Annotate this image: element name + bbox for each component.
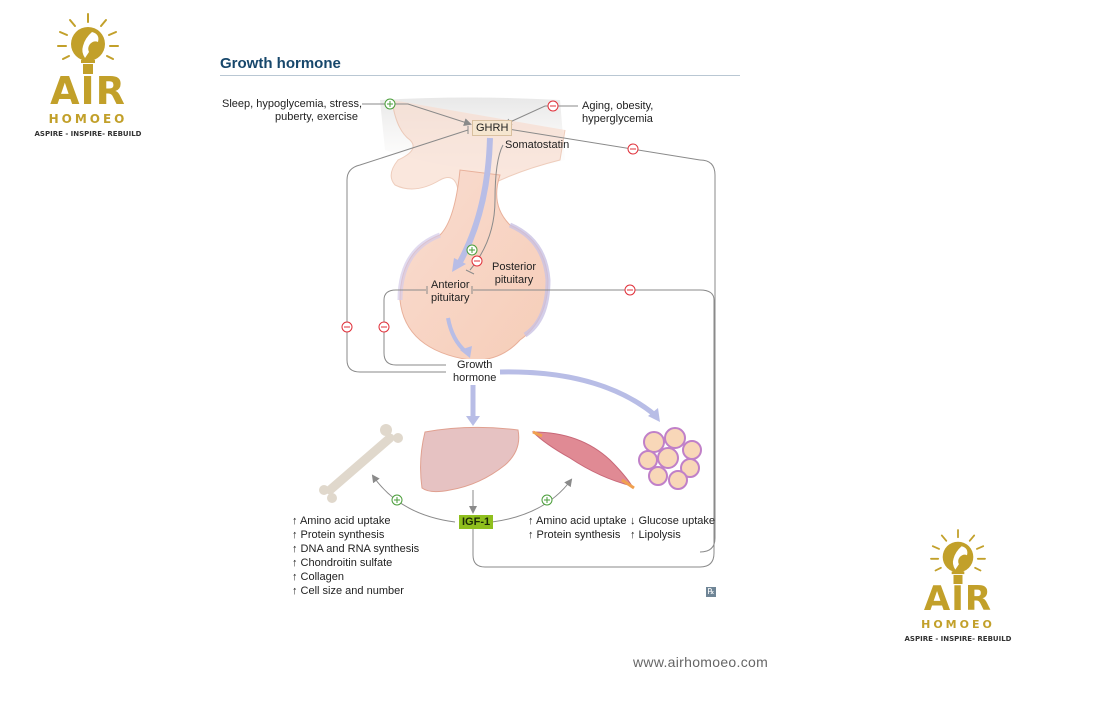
igf-feedback-line-ghrh	[699, 159, 716, 553]
logo-name: AIR	[923, 579, 993, 619]
logo-sub: HOMOEO	[921, 618, 995, 631]
stimulator-line	[362, 103, 472, 126]
ghrh-label: GHRH	[472, 120, 513, 136]
lightbulb-logo-icon	[930, 529, 986, 584]
somatostatin-label: Somatostatin	[505, 139, 570, 151]
inhibit-badge	[378, 321, 390, 333]
anterior-pituitary-label: Anterior pituitary	[431, 279, 470, 305]
logo-name: AIR	[50, 69, 126, 113]
anterior-line2: pituitary	[431, 292, 470, 304]
gh-line2: hormone	[453, 372, 497, 384]
gh-to-fat-arrow	[499, 369, 657, 417]
logo-tagline: ASPIRE - INSPIRE- REBUILD	[904, 635, 1012, 643]
inhibit-badge	[627, 143, 639, 155]
fat-effects-list: ↓ Glucose uptake ↑ Lipolysis	[630, 514, 715, 542]
effect-item: ↑ Protein synthesis	[292, 529, 385, 541]
liver-icon	[420, 426, 520, 493]
somatostatin-line	[469, 144, 504, 271]
stimulate-badge	[384, 98, 396, 110]
stimulators-line2: puberty, exercise	[275, 111, 358, 123]
rx-icon: ℞	[706, 587, 716, 597]
effect-item: ↓ Glucose uptake	[630, 515, 715, 527]
anterior-line1: Anterior	[431, 279, 470, 291]
posterior-line2: pituitary	[494, 274, 534, 286]
bone-effects-list: ↑ Amino acid uptake ↑ Protein synthesis …	[292, 514, 419, 598]
inhibitors-line1: Aging, obesity,	[582, 100, 654, 112]
inhibitors-label: Aging, obesity, hyperglycemia	[582, 100, 653, 126]
effect-item: ↑ Amino acid uptake	[292, 515, 391, 527]
gh-feedback-loop-outer	[346, 129, 469, 373]
air-homoeo-logo-bottom: AIR HOMOEO ASPIRE - INSPIRE- REBUILD	[898, 528, 1018, 643]
title-divider	[220, 75, 740, 76]
posterior-line1: Posterior	[492, 261, 537, 273]
website-url: www.airhomoeo.com	[633, 654, 769, 670]
stimulate-badge	[466, 244, 478, 256]
stimulate-badge	[391, 494, 403, 506]
effect-item: ↑ Lipolysis	[630, 529, 681, 541]
stimulate-badge	[541, 494, 553, 506]
logo-tagline: ASPIRE - INSPIRE- REBUILD	[34, 130, 142, 138]
effect-item: ↑ Cell size and number	[292, 585, 404, 597]
diagram-title: Growth hormone	[220, 55, 341, 72]
growth-hormone-label: Growth hormone	[451, 359, 499, 385]
igf-feedback-loop-pituitary	[472, 289, 715, 568]
logo-sub: HOMOEO	[48, 112, 128, 126]
effect-item: ↑ Chondroitin sulfate	[292, 557, 393, 569]
posterior-pituitary-label: Posterior pituitary	[492, 261, 536, 287]
effect-item: ↑ Collagen	[292, 571, 344, 583]
posterior-lobe-shadow	[508, 222, 551, 338]
inhibit-badge	[471, 255, 483, 267]
inhibit-badge	[547, 100, 559, 112]
air-homoeo-logo-top: AIR HOMOEO ASPIRE - INSPIRE- REBUILD	[28, 12, 148, 138]
effect-item: ↑ Amino acid uptake	[528, 515, 627, 527]
igf-to-bone-arrow	[371, 474, 456, 523]
effect-item: ↑ Protein synthesis	[528, 529, 621, 541]
inhibit-badge	[341, 321, 353, 333]
muscle-effects-list: ↑ Amino acid uptake ↑ Protein synthesis	[528, 514, 626, 542]
stimulators-line1: Sleep, hypoglycemia, stress,	[222, 98, 363, 110]
muscle-icon	[531, 430, 635, 490]
gh-line1: Growth	[456, 359, 493, 371]
inhibit-badge	[624, 284, 636, 296]
effect-item: ↑ DNA and RNA synthesis	[292, 543, 420, 555]
bone-icon	[319, 424, 403, 503]
ghrh-flow-arrow	[457, 137, 493, 264]
adipose-tissue-icon	[638, 427, 702, 490]
igf-1-label: IGF-1	[459, 515, 494, 529]
lightbulb-logo-icon	[57, 13, 119, 74]
inhibitor-line	[509, 105, 578, 123]
igf-to-muscle-arrow	[491, 478, 573, 523]
stimulators-label: Sleep, hypoglycemia, stress, puberty, ex…	[222, 98, 363, 124]
inhibitors-line2: hyperglycemia	[582, 113, 653, 125]
